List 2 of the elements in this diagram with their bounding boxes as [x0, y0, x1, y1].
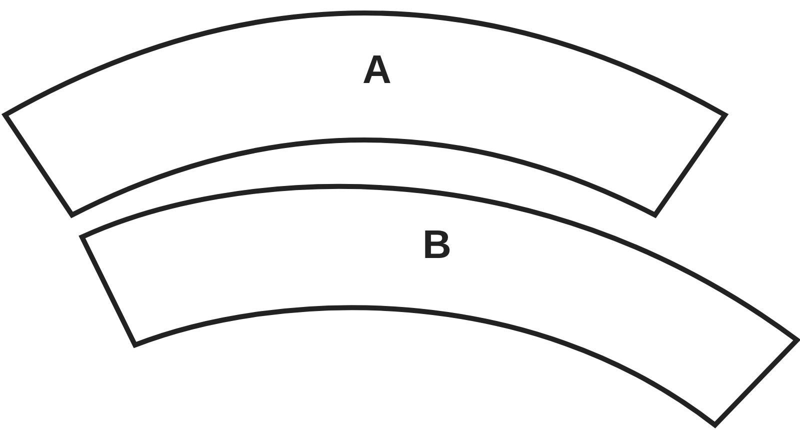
band-letter: B: [422, 225, 452, 265]
band-letter: A: [362, 50, 392, 90]
